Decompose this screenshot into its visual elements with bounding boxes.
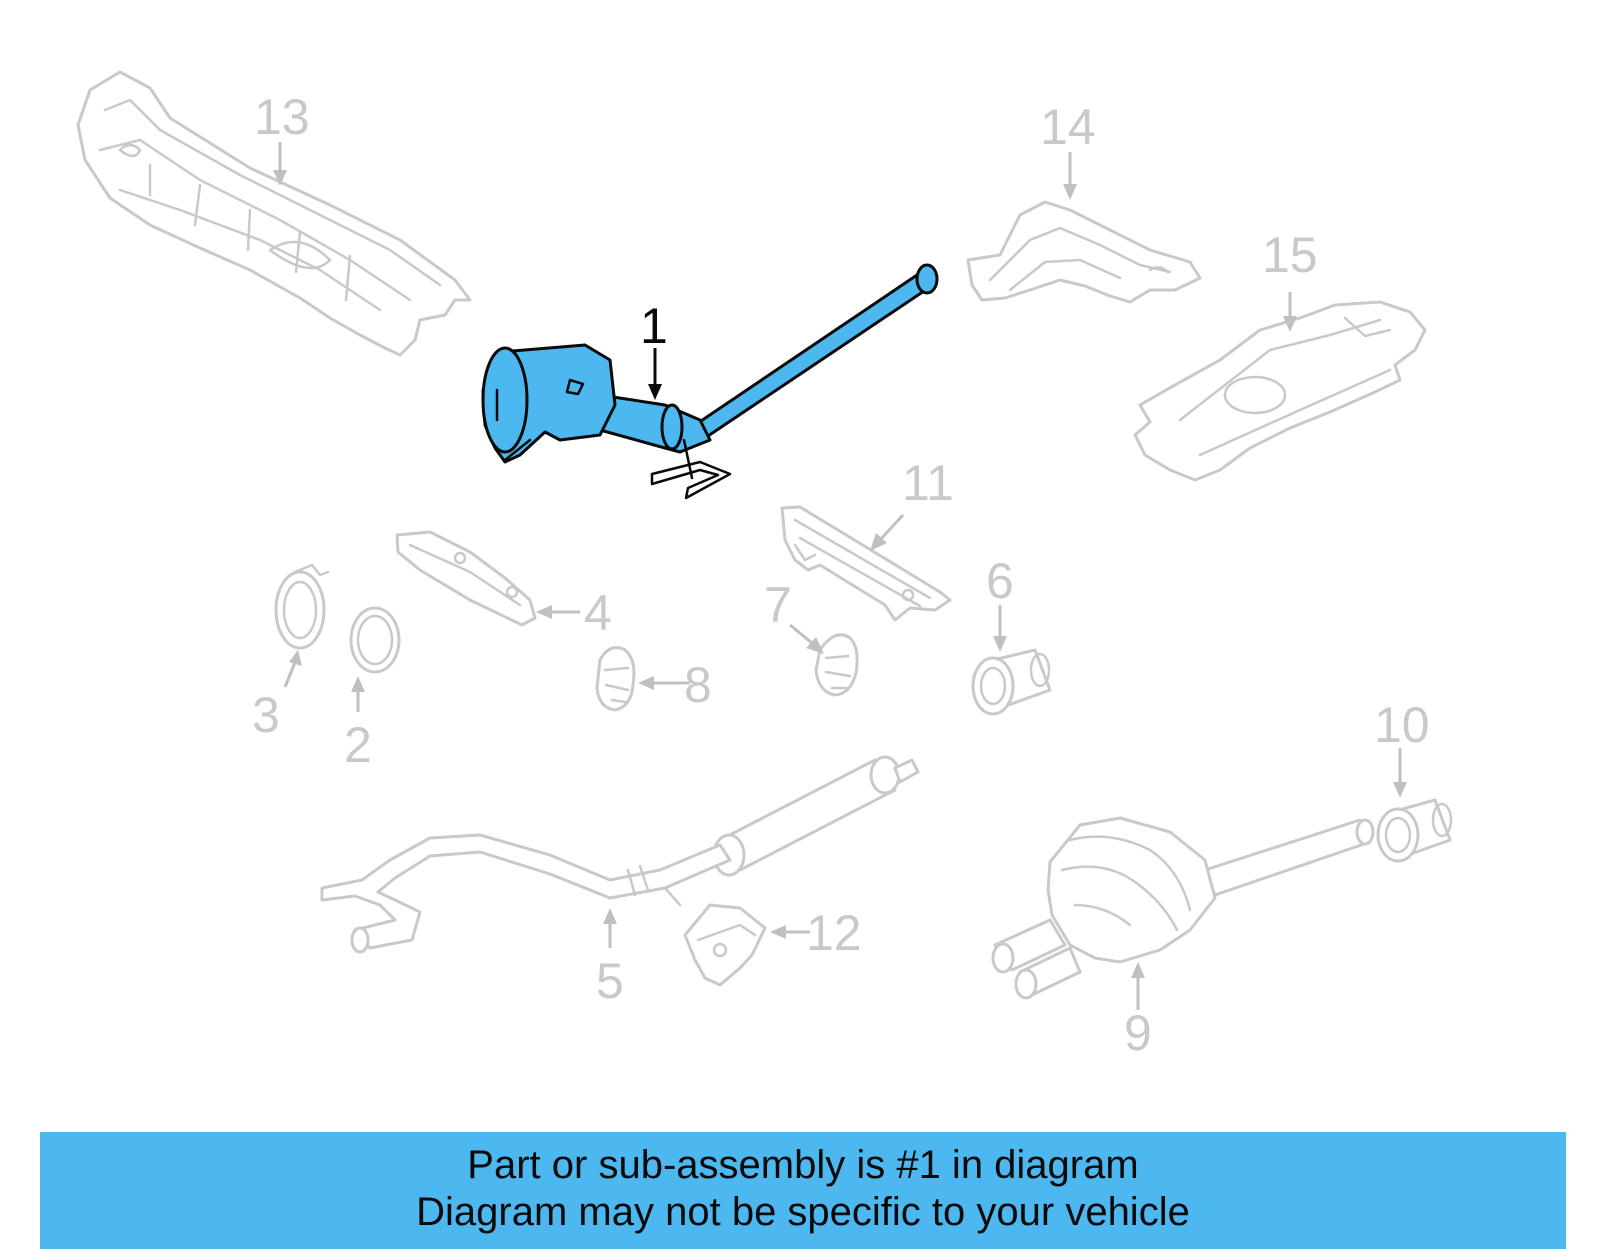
callout-10: 10 xyxy=(1374,697,1430,753)
part-7-rubber-hanger[interactable] xyxy=(814,633,859,697)
part-1-front-pipe-catalytic-converter[interactable] xyxy=(481,263,939,500)
info-banner: Part or sub-assembly is #1 in diagram Di… xyxy=(40,1132,1566,1249)
callout-14: 14 xyxy=(1040,99,1096,155)
banner-line-part-number: Part or sub-assembly is #1 in diagram xyxy=(467,1143,1139,1187)
callout-13: 13 xyxy=(254,89,310,145)
part-9-rear-muffler[interactable] xyxy=(991,816,1375,1000)
callout-9: 9 xyxy=(1124,1005,1152,1061)
callout-2: 2 xyxy=(344,717,372,773)
part-8-rubber-hanger[interactable] xyxy=(595,646,636,712)
part-12-hanger-bracket[interactable] xyxy=(683,903,767,987)
callout-1: 1 xyxy=(640,298,668,354)
part-15-underbody-shield[interactable] xyxy=(1133,300,1427,482)
part-13-heat-shield[interactable] xyxy=(76,70,472,357)
part-10-clamp-sleeve[interactable] xyxy=(1376,798,1453,863)
part-14-heat-shield[interactable] xyxy=(966,200,1202,304)
part-3-clamp[interactable] xyxy=(274,563,330,650)
part-11-bracket[interactable] xyxy=(780,505,952,622)
part-4-bracket[interactable] xyxy=(395,530,537,627)
callout-12: 12 xyxy=(806,905,862,961)
banner-line-disclaimer: Diagram may not be specific to your vehi… xyxy=(416,1190,1190,1234)
part-6-clamp-sleeve[interactable] xyxy=(971,648,1052,716)
callout-4: 4 xyxy=(584,585,612,641)
callout-8: 8 xyxy=(684,657,712,713)
part-5-intermediate-pipe[interactable] xyxy=(320,755,920,954)
part-2-gasket[interactable] xyxy=(349,606,401,674)
callout-11: 11 xyxy=(902,455,954,511)
callout-3: 3 xyxy=(252,687,280,743)
callout-15: 15 xyxy=(1262,227,1318,283)
exhaust-parts-diagram: 13 14 15 1 xyxy=(76,70,1453,1061)
callout-5: 5 xyxy=(596,953,624,1009)
callout-7: 7 xyxy=(764,577,792,633)
callout-6: 6 xyxy=(986,553,1014,609)
